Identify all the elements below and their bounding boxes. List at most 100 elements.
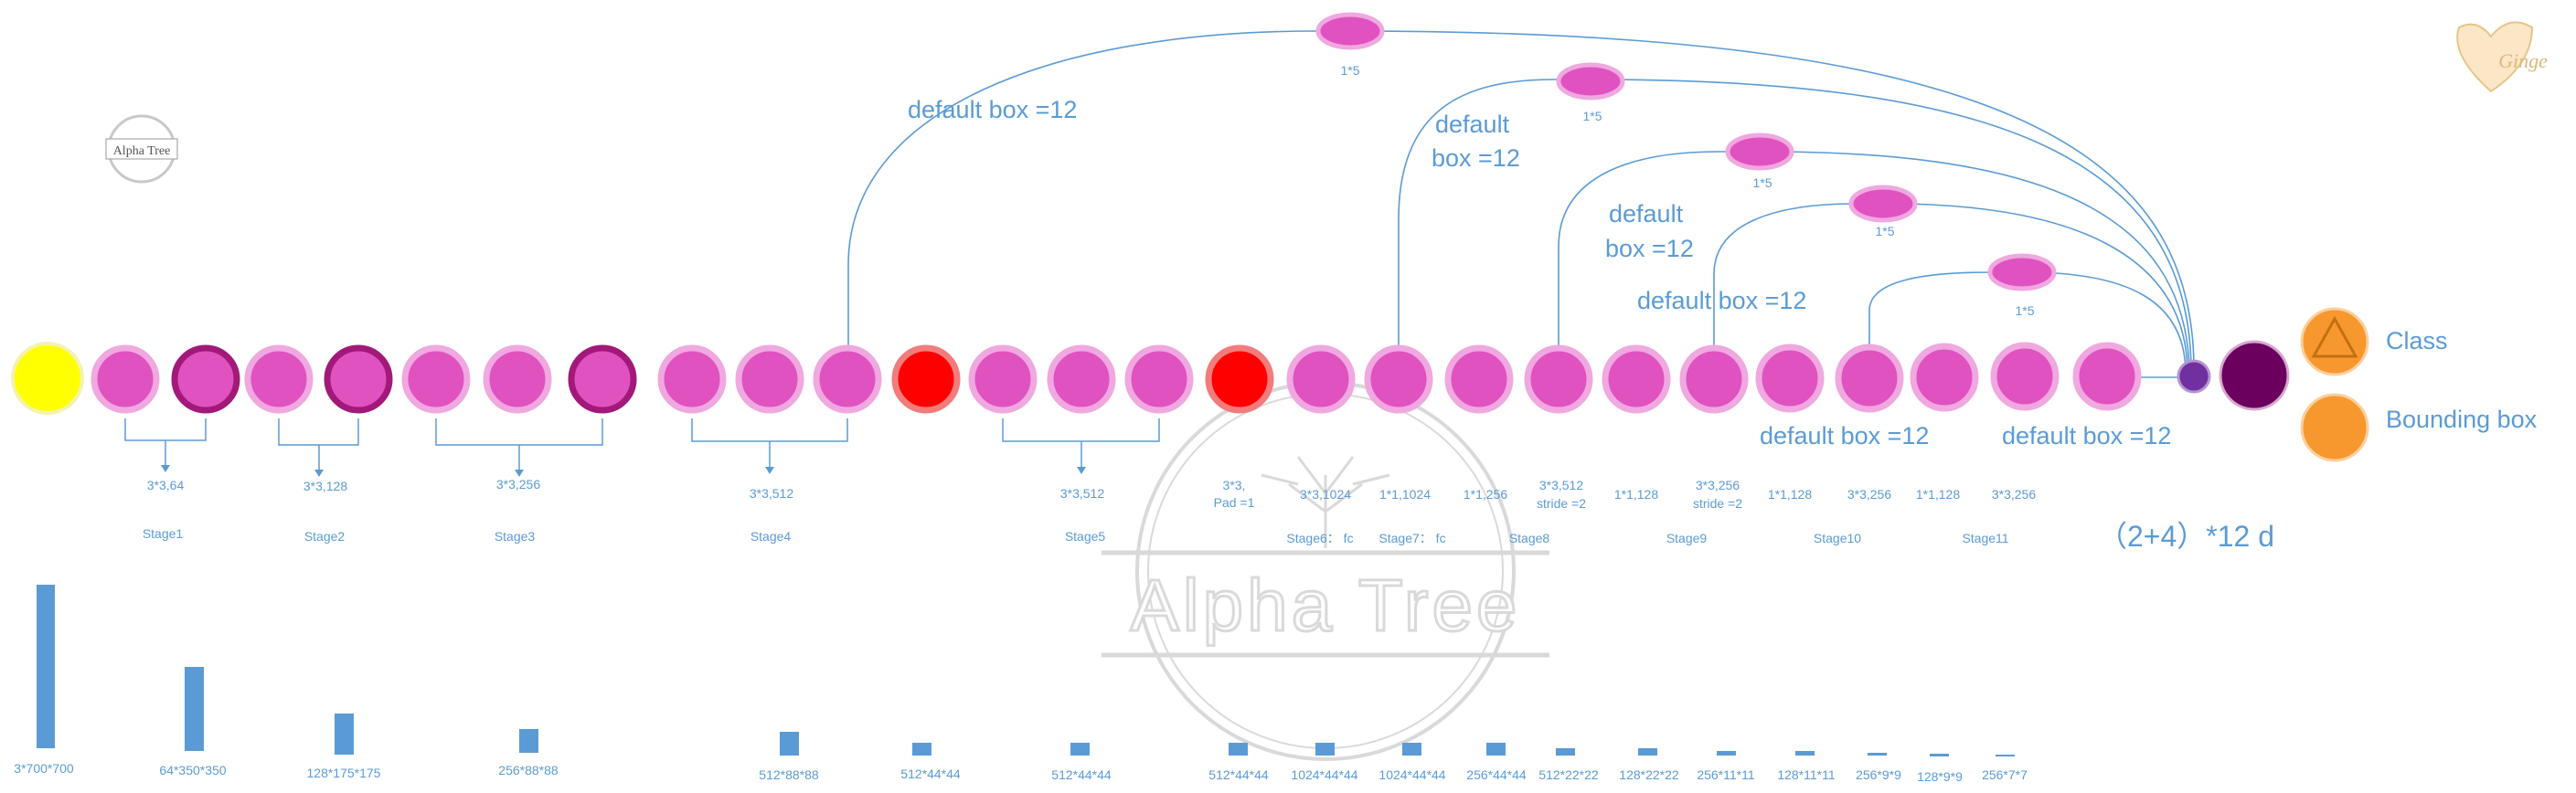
stage-brackets <box>124 418 1160 471</box>
connection-stage4 <box>847 30 2195 370</box>
conv-node <box>1047 344 1116 414</box>
conv-label: 1*1,128 <box>1768 487 1812 502</box>
conv-node <box>1444 344 1514 414</box>
stage-label: Stage9 <box>1666 531 1708 545</box>
conv-label: 1*1,128 <box>1916 487 1960 502</box>
featuremap-bar <box>912 743 931 756</box>
conv-label: 3*3,256 <box>1992 487 2036 502</box>
concat-node <box>2177 359 2211 394</box>
conv-labels: 3*3,64 3*3,128 3*3,256 3*3,512 3*3,512 3… <box>147 477 2037 511</box>
featuremap-bar <box>185 667 204 751</box>
stage-label: Stage10 <box>1814 531 1861 545</box>
output-formula: （2+4）*12 d <box>2098 520 2274 553</box>
conv-node <box>244 344 314 414</box>
conv-node <box>735 344 804 414</box>
stage-label: Stage1 <box>143 526 184 541</box>
featuremap-bars <box>37 585 2015 756</box>
featuremap-label: 256*7*7 <box>1982 767 2028 782</box>
conv-label: stride =2 <box>1693 496 1742 511</box>
featuremap-bar <box>1638 748 1657 756</box>
conv-label: Pad =1 <box>1214 495 1255 510</box>
featuremap-label: 512*44*44 <box>900 767 961 781</box>
stage-label: Stage6： fc <box>1286 531 1353 545</box>
connection-stage7 <box>1398 79 2192 370</box>
featuremap-label: 1024*44*44 <box>1291 767 1357 782</box>
conv-label: 1*1,1024 <box>1379 487 1431 502</box>
conv-label: 1*1,128 <box>1614 487 1658 502</box>
conv-label: 3*3,256 <box>496 477 540 492</box>
conv-node <box>1524 344 1593 414</box>
pool-node <box>171 344 240 414</box>
conv-node <box>1286 344 1356 414</box>
featuremap-label: 1024*44*44 <box>1378 767 1445 782</box>
conv-node <box>401 344 471 414</box>
conv-node <box>1679 344 1749 414</box>
featuremap-bar <box>1868 753 1887 756</box>
featuremap-label: 128*22*22 <box>1619 767 1679 782</box>
conv-node <box>657 344 727 414</box>
conv-label: 1*1,256 <box>1464 487 1507 502</box>
watermark-center-text: Alpha Tree <box>1131 565 1521 646</box>
featuremap-bar <box>1229 743 1248 756</box>
featuremap-label: 128*11*11 <box>1777 767 1836 782</box>
conv-node <box>1910 343 1979 412</box>
stage-label: Stage11 <box>1962 531 2008 545</box>
conv-label: 3*3,512 <box>1539 478 1583 492</box>
featuremap-bar <box>1717 751 1736 756</box>
featuremap-bar <box>335 714 354 755</box>
conv-node <box>1755 344 1825 413</box>
featuremap-labels: 3*700*700 64*350*350 128*175*175 256*88*… <box>14 761 2028 784</box>
bracket-arrowheads <box>161 465 1086 477</box>
stage-label: Stage2 <box>304 529 346 544</box>
stage-label: Stage8 <box>1509 531 1550 545</box>
watermark-center: Alpha Tree <box>1102 381 1549 761</box>
stage-label: Stage5 <box>1065 529 1106 544</box>
class-legend-node <box>2300 307 2369 376</box>
featuremap-label: 64*350*350 <box>159 763 226 777</box>
conv-node <box>1835 344 1904 413</box>
head-ellipse <box>1556 62 1625 100</box>
conv-node <box>1124 344 1194 414</box>
watermark-corner-logo: Alpha Tree <box>105 114 178 184</box>
head-label: 1*5 <box>1340 63 1359 78</box>
featuremap-label: 256*88*88 <box>498 763 559 777</box>
stage-labels: Stage1 Stage2 Stage3 Stage4 Stage5 Stage… <box>143 526 2009 545</box>
conv-label: stride =2 <box>1537 496 1586 511</box>
connection-stage9 <box>1713 203 2188 370</box>
default-box-label: default box =12 <box>1637 287 1806 314</box>
featuremap-label: 512*44*44 <box>1208 767 1269 782</box>
head-label: 1*5 <box>1582 109 1602 123</box>
default-box-label: default box =12 <box>908 96 1077 123</box>
stage-label: Stage4 <box>750 529 792 544</box>
stage-label: Stage7： fc <box>1378 531 1445 545</box>
conv-node <box>483 344 552 414</box>
legend-class-label: Class <box>2386 327 2448 354</box>
featuremap-label: 128*9*9 <box>1917 769 1963 784</box>
input-node <box>11 342 84 415</box>
conv-node <box>968 344 1038 414</box>
conv-label: 3*3,512 <box>750 486 793 501</box>
signature-text: Ginge <box>2498 49 2548 72</box>
pool-node <box>568 344 637 414</box>
featuremap-bar <box>519 729 538 753</box>
featuremap-bar <box>780 732 799 756</box>
featuremap-label: 256*11*11 <box>1697 767 1755 782</box>
featuremap-bar <box>37 585 55 748</box>
featuremap-bar <box>1402 743 1421 756</box>
featuremap-label: 128*175*175 <box>307 766 381 780</box>
output-node <box>2219 340 2290 411</box>
default-box-label: box =12 <box>1605 235 1694 262</box>
conv-node <box>2072 342 2142 411</box>
conv-node <box>1990 342 2060 411</box>
featuremap-label: 256*9*9 <box>1856 767 1901 782</box>
featuremap-label: 512*88*88 <box>759 767 819 782</box>
skip-connections <box>847 30 2195 370</box>
featuremap-label: 512*22*22 <box>1538 767 1599 782</box>
conv-node <box>1364 344 1433 414</box>
featuremap-bar <box>1996 755 2015 756</box>
conv-label: 3*3,64 <box>147 478 185 492</box>
head-nodes <box>1315 12 2057 291</box>
conv-label: 3*3,256 <box>1696 478 1740 492</box>
default-box-label: default <box>1609 200 1684 227</box>
head-labels: 1*5 1*5 1*5 1*5 1*5 <box>1340 63 2034 318</box>
